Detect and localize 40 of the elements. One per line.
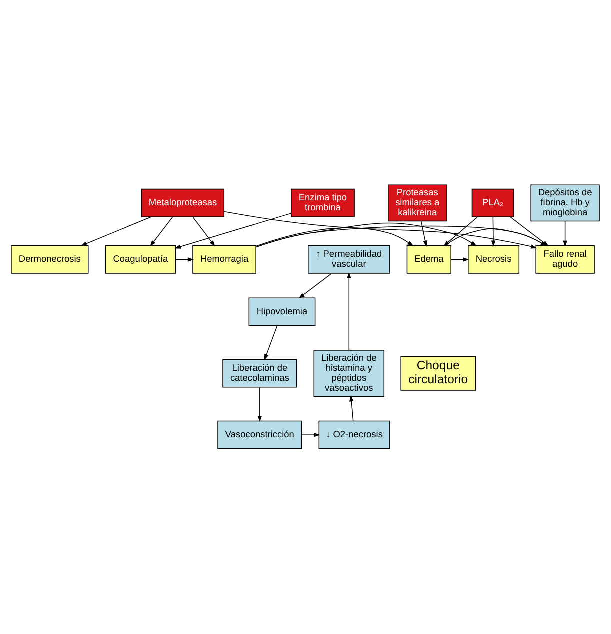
node-box: Liberación de catecolaminas <box>222 359 298 388</box>
node-box: Depósitos de fibrina, Hb y mioglobina <box>530 184 600 222</box>
arrow <box>150 216 174 247</box>
arrow <box>192 216 216 247</box>
node-box: Fallo renal agudo <box>536 245 595 274</box>
arrow <box>420 220 428 247</box>
node-box: Necrosis <box>468 245 520 274</box>
node-box: Enzima tipo trombina <box>291 188 355 218</box>
arrow <box>445 228 548 246</box>
node-box: Hipovolemia <box>248 298 316 326</box>
arrow <box>258 387 262 422</box>
arrow <box>224 211 538 249</box>
node-box: ↑ Permeabilidad vascular <box>308 245 390 274</box>
node-box: Vasoconstricción <box>218 420 302 450</box>
arrow <box>302 432 320 438</box>
node-box: Liberación de histamina y péptidos vasoactivos <box>314 350 385 397</box>
arrow <box>563 220 568 247</box>
node-box: Choque circulatorio <box>400 356 476 391</box>
node-box: Edema <box>406 245 452 274</box>
node-box: Proteasas similares a kalikreina <box>388 184 448 222</box>
arrow <box>510 216 549 246</box>
arrow <box>298 273 332 299</box>
arrow <box>264 326 278 361</box>
arrow <box>256 226 548 248</box>
arrow <box>444 216 478 246</box>
node-box: Metaloproteasas <box>141 188 225 218</box>
arrow <box>256 222 478 248</box>
arrow <box>349 395 354 422</box>
node-box: Hemorragia <box>192 245 256 274</box>
node-box: Coagulopatía <box>105 245 176 274</box>
arrow <box>450 258 470 262</box>
arrow <box>175 258 194 262</box>
arrow <box>491 216 496 247</box>
node-box: PLA₂ <box>472 188 514 218</box>
arrow <box>174 213 292 249</box>
arrow <box>256 228 414 247</box>
arrow <box>80 216 152 246</box>
node-box: Dermonecrosis <box>11 245 89 274</box>
arrow <box>347 272 352 351</box>
node-box: ↓ O2-necrosis <box>318 420 390 450</box>
